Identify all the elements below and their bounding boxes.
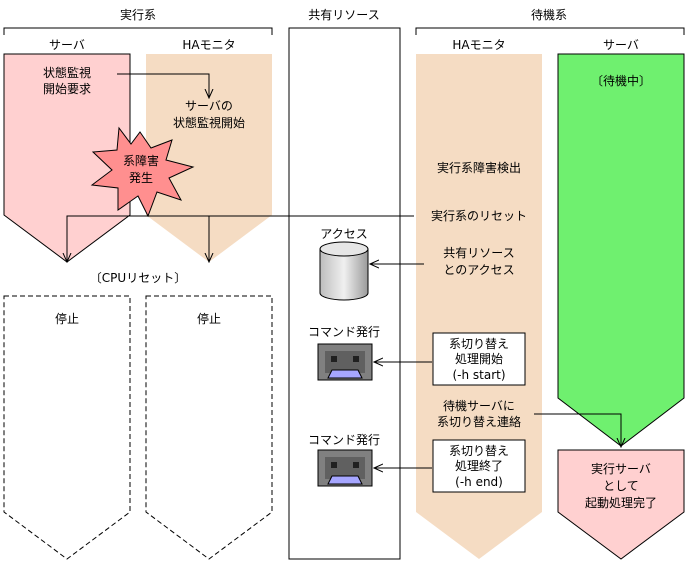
- notify-text-2: 系切り替え連絡: [437, 414, 521, 429]
- switch-end-text-2: 処理終了: [455, 458, 503, 473]
- terminal-icon-2: [317, 449, 373, 487]
- col-standby-server: サーバ: [603, 38, 639, 52]
- switch-start-text-1: 系切り替え: [449, 337, 509, 351]
- command1-label: コマンド発行: [308, 325, 380, 339]
- waiting-label: 〔待機中〕: [591, 73, 651, 88]
- standby-server-arrow: [557, 53, 685, 447]
- switch-end-text-3: (-h end): [455, 475, 503, 489]
- standby-ha-arrow: [416, 54, 542, 559]
- done-text-2: として: [603, 479, 639, 493]
- stopped-left-arrow: [3, 295, 131, 560]
- monitor-text-2: 状態監視開始: [173, 115, 245, 130]
- switch-end-box: [432, 439, 526, 493]
- group-standby-title: 待機系: [531, 7, 567, 22]
- done-text-1: 実行サーバ: [591, 461, 651, 476]
- stopped-right-arrow: [145, 295, 273, 560]
- startup-complete-arrow: [557, 449, 685, 560]
- active-server-arrow: [3, 53, 131, 263]
- col-active-server: サーバ: [49, 38, 85, 52]
- group-active-title: 実行系: [120, 7, 156, 22]
- switch-end-text-1: 系切り替え: [449, 444, 509, 458]
- disk-icon: [319, 241, 369, 301]
- notify-text-1: 待機サーバに: [443, 398, 515, 413]
- request-text-1: 状態監視: [43, 65, 91, 80]
- fault-text-2: 発生: [129, 171, 153, 185]
- group-shared-title: 共有リソース: [308, 8, 379, 22]
- request-text-2: 開始要求: [43, 82, 91, 96]
- cpu-reset-label: 〔CPUリセット〕: [90, 271, 186, 285]
- stopped-left-label: 停止: [55, 311, 79, 326]
- fault-burst: [90, 126, 195, 218]
- fault-text-1: 系障害: [123, 153, 159, 168]
- col-standby-ha: HAモニタ: [452, 38, 505, 52]
- request-arrow: [117, 73, 209, 98]
- command2-label: コマンド発行: [308, 433, 380, 447]
- col-active-ha: HAモニタ: [182, 38, 235, 52]
- access-label: アクセス: [320, 227, 367, 241]
- reset-label: 実行系のリセット: [431, 208, 527, 223]
- group-active-bracket: [3, 27, 273, 35]
- done-text-3: 起動処理完了: [585, 495, 657, 510]
- group-standby-bracket: [415, 27, 685, 35]
- monitor-text-1: サーバの: [185, 99, 233, 113]
- switch-start-box: [432, 332, 526, 386]
- terminal-icon-1: [317, 343, 373, 381]
- notify-arrow: [534, 413, 621, 447]
- reset-arrow-left: [67, 215, 414, 262]
- active-ha-arrow: [146, 54, 272, 262]
- switch-start-text-2: 処理開始: [455, 352, 503, 366]
- access-text-1: 共有リソース: [443, 246, 514, 260]
- detect-label: 実行系障害検出: [437, 160, 521, 175]
- switch-start-text-3: (-h start): [452, 368, 505, 382]
- access-text-2: とのアクセス: [443, 263, 514, 277]
- stopped-right-label: 停止: [197, 311, 221, 326]
